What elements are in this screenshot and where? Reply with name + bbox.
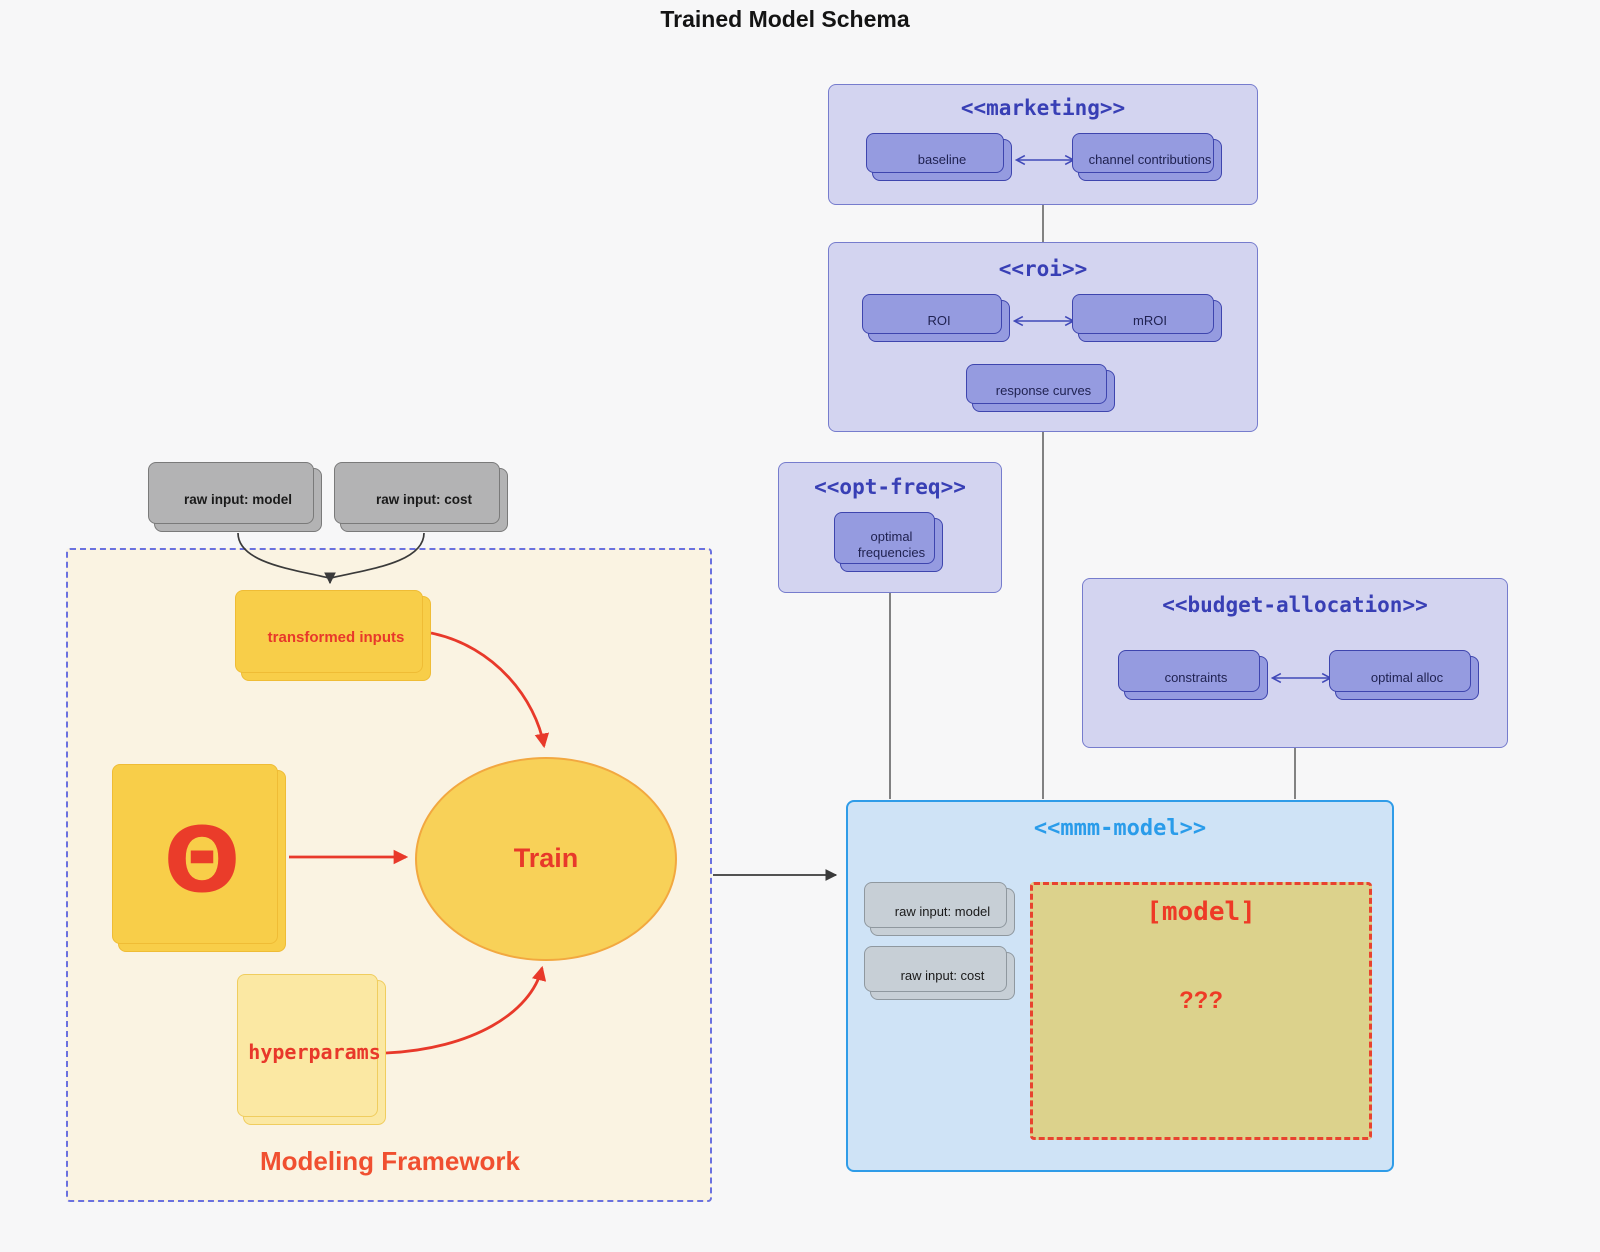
node-roi-label: ROI bbox=[927, 312, 951, 328]
group-marketing-title: <<marketing>> bbox=[960, 96, 1126, 120]
node-raw-input-model-label: raw input: model bbox=[184, 491, 292, 507]
node-baseline: baseline bbox=[866, 133, 1012, 181]
group-budget-allocation-title: <<budget-allocation>> bbox=[1162, 593, 1428, 617]
group-opt-freq-title: <<opt-freq>> bbox=[814, 475, 966, 499]
node-optimal-frequencies-label: optimal frequencies bbox=[857, 528, 926, 560]
node-raw-input-cost-label: raw input: cost bbox=[375, 491, 472, 507]
group-roi-title: <<roi>> bbox=[998, 257, 1088, 281]
node-response-curves: response curves bbox=[966, 364, 1115, 412]
node-response-curves-label: response curves bbox=[995, 382, 1092, 398]
node-theta: Θ bbox=[112, 764, 286, 952]
group-modeling-framework-title: Modeling Framework bbox=[259, 1146, 521, 1176]
group-mmm-model-title: <<mmm-model>> bbox=[1033, 816, 1207, 841]
node-channel-contributions-label: channel contributions bbox=[1088, 151, 1212, 167]
node-raw-input-cost: raw input: cost bbox=[334, 462, 508, 532]
node-baseline-label: baseline bbox=[917, 151, 967, 167]
node-mmm-raw-input-cost-label: raw input: cost bbox=[900, 967, 985, 983]
node-train: Train bbox=[415, 757, 677, 961]
node-hyperparams-label: hyperparams bbox=[248, 1040, 381, 1064]
model-placeholder-label: [model] bbox=[1146, 897, 1256, 927]
model-unknown-label: ??? bbox=[1179, 987, 1223, 1014]
node-hyperparams: hyperparams bbox=[237, 974, 386, 1125]
node-transformed-inputs: transformed inputs bbox=[235, 590, 431, 681]
node-train-label: Train bbox=[513, 843, 579, 874]
model-placeholder-box: [model] ??? bbox=[1030, 882, 1372, 1140]
node-mmm-raw-input-model: raw input: model bbox=[864, 882, 1015, 936]
node-channel-contributions: channel contributions bbox=[1072, 133, 1222, 181]
node-theta-label: Θ bbox=[163, 808, 241, 913]
node-roi: ROI bbox=[862, 294, 1010, 342]
node-constraints-label: constraints bbox=[1164, 669, 1228, 685]
page-title: Trained Model Schema bbox=[660, 6, 910, 32]
node-optimal-alloc: optimal alloc bbox=[1329, 650, 1479, 700]
node-mroi-label: mROI bbox=[1133, 312, 1167, 328]
node-raw-input-model: raw input: model bbox=[148, 462, 322, 532]
node-mroi: mROI bbox=[1072, 294, 1222, 342]
node-optimal-alloc-label: optimal alloc bbox=[1370, 669, 1444, 685]
node-constraints: constraints bbox=[1118, 650, 1268, 700]
node-transformed-inputs-label: transformed inputs bbox=[267, 629, 405, 647]
node-mmm-raw-input-model-label: raw input: model bbox=[894, 903, 991, 919]
node-optimal-frequencies: optimal frequencies bbox=[834, 512, 943, 572]
node-mmm-raw-input-cost: raw input: cost bbox=[864, 946, 1015, 1000]
